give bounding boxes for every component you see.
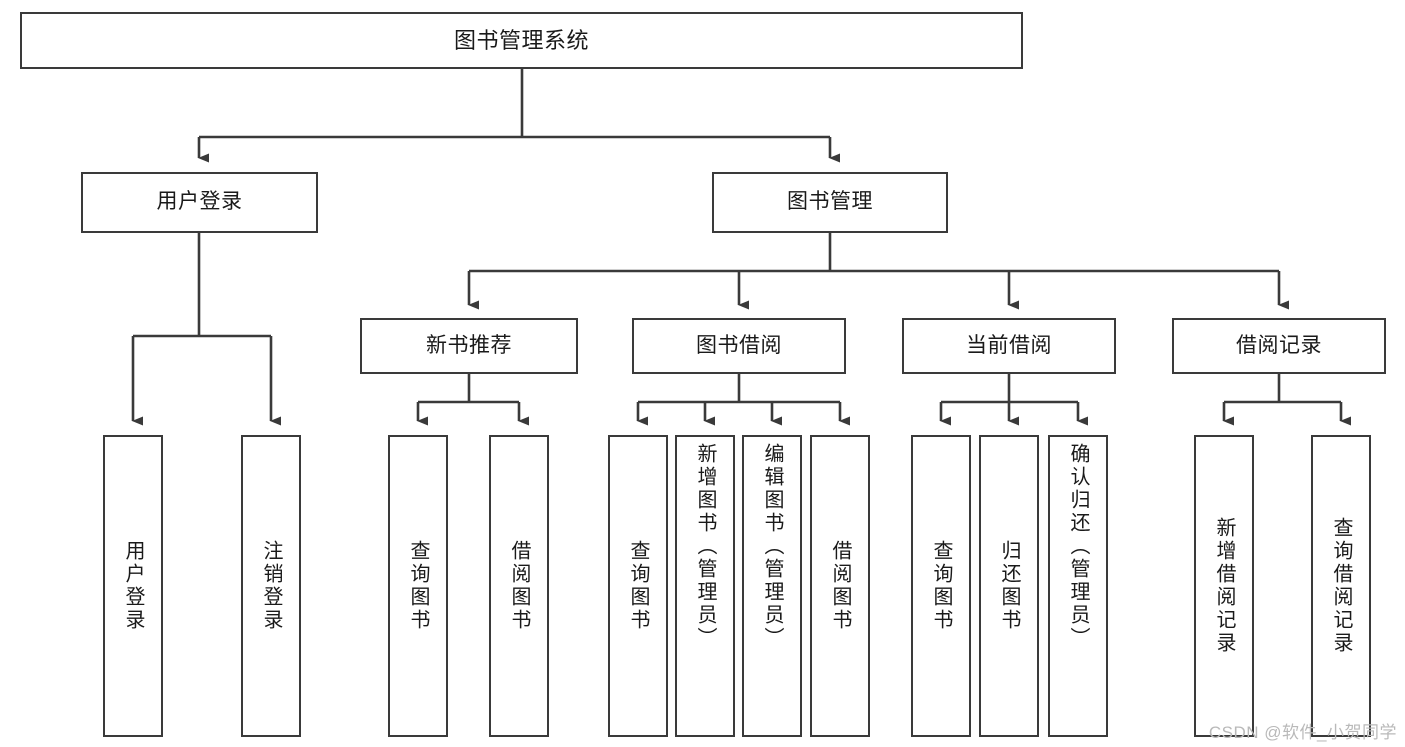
node-label: 当前借阅 xyxy=(966,333,1052,357)
leaf-recommend-borrow-book[interactable]: 借阅图书 xyxy=(489,435,549,737)
node-label: 新增借阅记录 xyxy=(1213,517,1235,655)
leaf-recommend-query-book[interactable]: 查询图书 xyxy=(388,435,448,737)
leaf-current-return-book[interactable]: 归还图书 xyxy=(979,435,1039,737)
node-current-borrow[interactable]: 当前借阅 xyxy=(902,318,1116,374)
node-label: 用户登录 xyxy=(156,190,243,214)
leaf-borrow-query-book[interactable]: 查询图书 xyxy=(608,435,668,737)
node-label: 借阅图书 xyxy=(508,540,530,632)
node-label: 图书管理系统 xyxy=(453,27,589,53)
leaf-borrow-add-book-admin[interactable]: 新增图书（管理员） xyxy=(675,435,735,737)
node-label: 注销登录 xyxy=(260,540,282,632)
node-book-borrow[interactable]: 图书借阅 xyxy=(632,318,846,374)
node-label: 用户登录 xyxy=(122,540,144,632)
leaf-borrow-borrow-book[interactable]: 借阅图书 xyxy=(810,435,870,737)
node-label: 编辑图书（管理员） xyxy=(761,443,783,650)
leaf-user-login-logout[interactable]: 注销登录 xyxy=(241,435,301,737)
node-book-management[interactable]: 图书管理 xyxy=(712,172,948,233)
node-borrow-record[interactable]: 借阅记录 xyxy=(1172,318,1386,374)
node-label: 图书借阅 xyxy=(696,333,782,357)
node-label: 归还图书 xyxy=(998,540,1020,632)
node-user-login[interactable]: 用户登录 xyxy=(81,172,318,233)
leaf-record-add-record[interactable]: 新增借阅记录 xyxy=(1194,435,1254,737)
node-label: 查询图书 xyxy=(627,540,649,632)
node-label: 查询借阅记录 xyxy=(1330,517,1352,655)
node-new-book-recommend[interactable]: 新书推荐 xyxy=(360,318,578,374)
node-label: 新增图书（管理员） xyxy=(694,443,716,650)
node-label: 查询图书 xyxy=(407,540,429,632)
leaf-user-login-login[interactable]: 用户登录 xyxy=(103,435,163,737)
leaf-record-query-record[interactable]: 查询借阅记录 xyxy=(1311,435,1371,737)
node-label: 借阅记录 xyxy=(1236,333,1322,357)
node-label: 查询图书 xyxy=(930,540,952,632)
node-label: 借阅图书 xyxy=(829,540,851,632)
node-label: 新书推荐 xyxy=(426,333,512,357)
node-label: 确认归还（管理员） xyxy=(1067,443,1089,650)
leaf-borrow-edit-book-admin[interactable]: 编辑图书（管理员） xyxy=(742,435,802,737)
leaf-current-query-book[interactable]: 查询图书 xyxy=(911,435,971,737)
leaf-current-confirm-return-admin[interactable]: 确认归还（管理员） xyxy=(1048,435,1108,737)
node-label: 图书管理 xyxy=(787,190,873,214)
node-root-book-management-system[interactable]: 图书管理系统 xyxy=(20,12,1023,69)
watermark: CSDN @软件_小贺同学 xyxy=(1208,723,1397,742)
